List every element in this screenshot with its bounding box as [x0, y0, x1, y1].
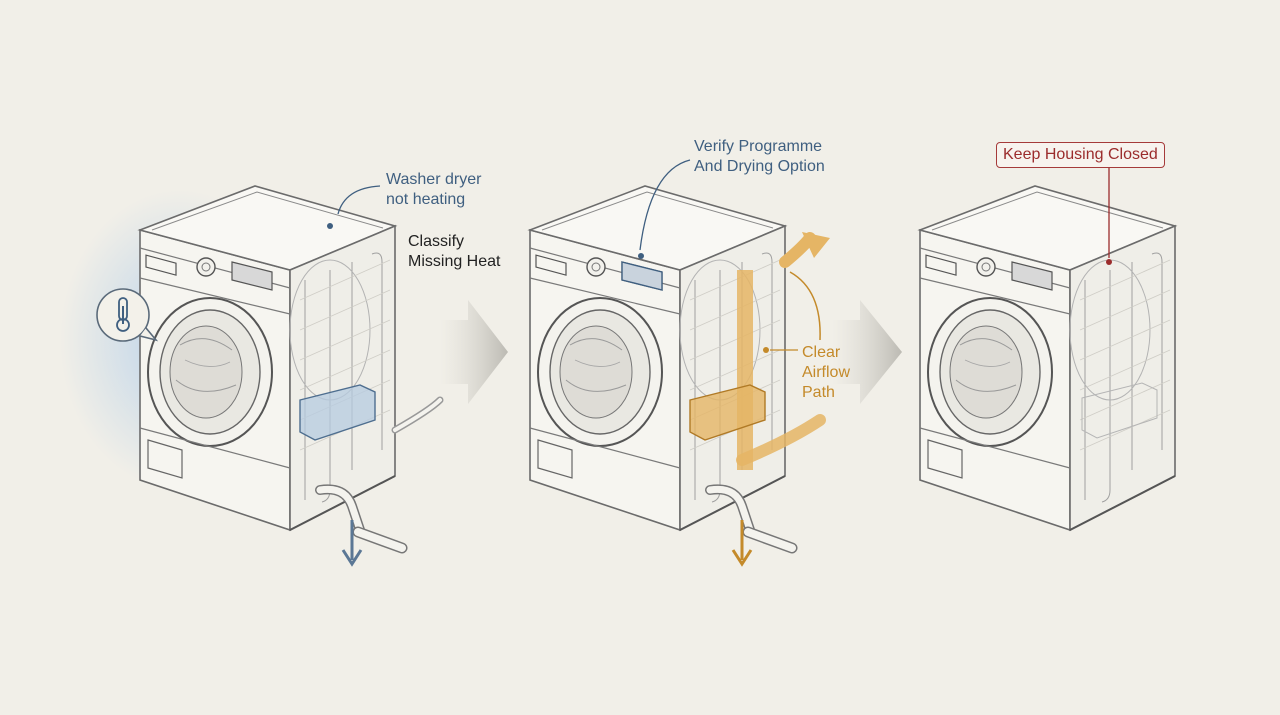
callout-line: Verify Programme	[694, 138, 823, 155]
panel-3-machine	[919, 165, 1176, 531]
callout-line: And Drying Option	[694, 158, 825, 175]
callout-clear-airflow-path: Clear Airflow Path	[802, 343, 850, 403]
thermometer-icon	[96, 288, 159, 342]
callout-line: Missing Heat	[408, 253, 501, 270]
callout-verify-programme: Verify Programme And Drying Option	[694, 137, 825, 177]
callout-line: Airflow	[802, 364, 851, 381]
callout-washer-dryer-not-heating: Washer dryer not heating	[386, 170, 481, 210]
panel-1-machine	[60, 185, 444, 567]
callout-keep-housing-closed: Keep Housing Closed	[996, 142, 1165, 168]
callout-line: Washer dryer	[386, 171, 482, 188]
callout-line: not heating	[386, 191, 466, 208]
step-arrow-1	[440, 300, 508, 404]
callout-line: Classify	[408, 233, 465, 250]
step-arrow-2	[832, 300, 902, 404]
callout-line: Keep Housing Closed	[1003, 146, 1158, 163]
callout-line: Clear	[802, 344, 841, 361]
callout-line: Path	[802, 384, 835, 401]
callout-classify-missing-heat: Classify Missing Heat	[408, 232, 500, 272]
panel-2-machine	[529, 159, 830, 567]
